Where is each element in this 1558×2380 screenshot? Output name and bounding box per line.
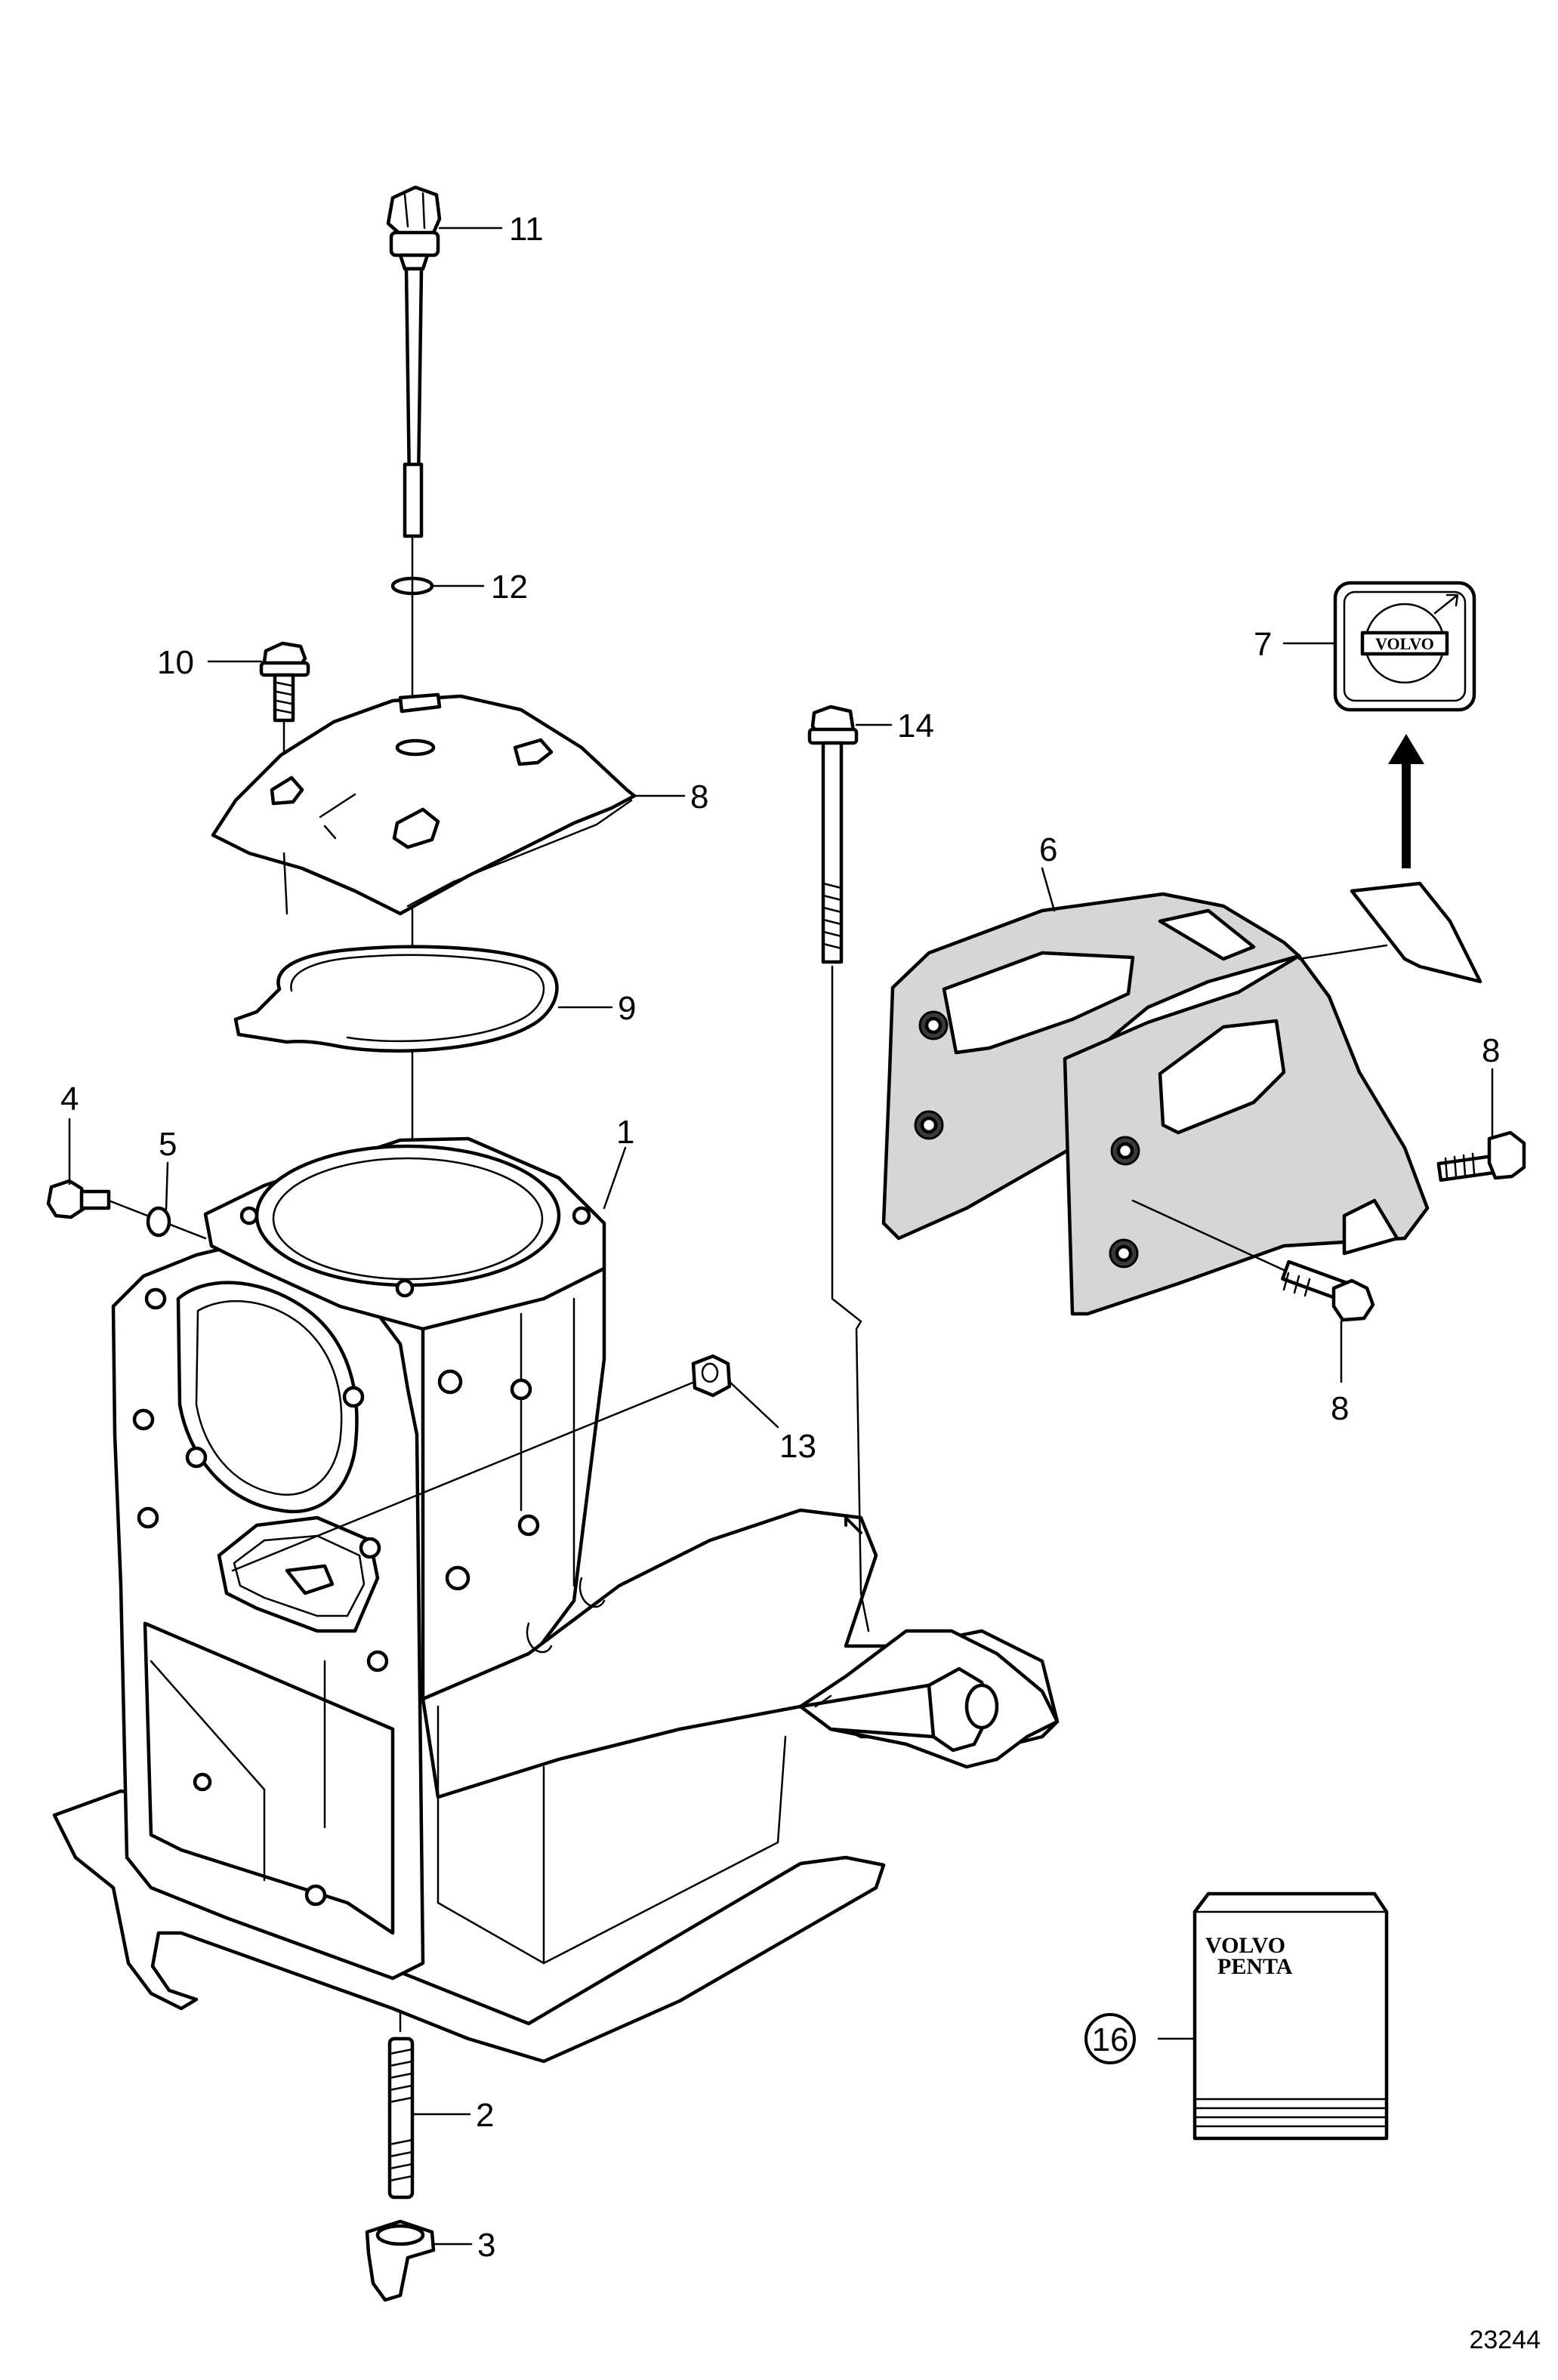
side-shield xyxy=(881,881,1482,1316)
callout-8-upper: 8 xyxy=(1482,1032,1500,1069)
stud-bolt xyxy=(387,2036,415,2200)
callout-1: 1 xyxy=(616,1114,634,1151)
callout-3: 3 xyxy=(477,2227,495,2264)
flange-nut xyxy=(231,1354,732,1572)
callout-8-lower: 8 xyxy=(1331,1390,1349,1427)
callout-13: 12 xyxy=(491,569,528,606)
owners-manual: VOLVO PENTA xyxy=(1192,1891,1389,2141)
callout-16: 16 xyxy=(1092,2021,1129,2058)
callout-12: 11 xyxy=(509,211,544,248)
callout-16-circle xyxy=(1084,2013,1136,2064)
shield-bolt-upper xyxy=(1436,1130,1526,1182)
arrow-up-icon xyxy=(1388,734,1424,868)
long-bolt xyxy=(807,704,870,1632)
housing-bolt-holes xyxy=(132,1206,591,1907)
callout-6: 6 xyxy=(1039,831,1057,868)
figure-reference-number: 23244 xyxy=(1469,2326,1541,2354)
drain-plug xyxy=(46,1179,207,1240)
callout-11: 10 xyxy=(157,644,194,681)
emblem-text: VOLVO xyxy=(1375,634,1434,653)
dipstick-part xyxy=(386,185,442,538)
gasket xyxy=(233,945,559,1053)
callout-14: 13 xyxy=(779,1428,816,1465)
callout-2: 2 xyxy=(476,2097,494,2134)
cover-bolt xyxy=(259,641,310,787)
callout-5: 5 xyxy=(159,1126,177,1163)
cover-plate xyxy=(211,692,637,916)
volvo-emblem: VOLVO xyxy=(1333,581,1476,712)
drive-housing xyxy=(52,1136,1060,2064)
shield-bolt-lower xyxy=(1131,1199,1375,1322)
callout-9: 8 xyxy=(690,778,708,815)
stud-nut xyxy=(365,2219,436,2302)
manual-brand-line1: VOLVO xyxy=(1205,1933,1285,1958)
callout-7: 7 xyxy=(1254,626,1272,663)
callout-4: 4 xyxy=(60,1081,79,1118)
callout-15: 14 xyxy=(897,708,934,745)
manual-brand-line2: PENTA xyxy=(1217,1954,1293,1979)
leader-lines xyxy=(68,227,1494,2246)
callout-10: 9 xyxy=(618,990,636,1027)
drain-plug-o-ring xyxy=(146,1206,171,1238)
